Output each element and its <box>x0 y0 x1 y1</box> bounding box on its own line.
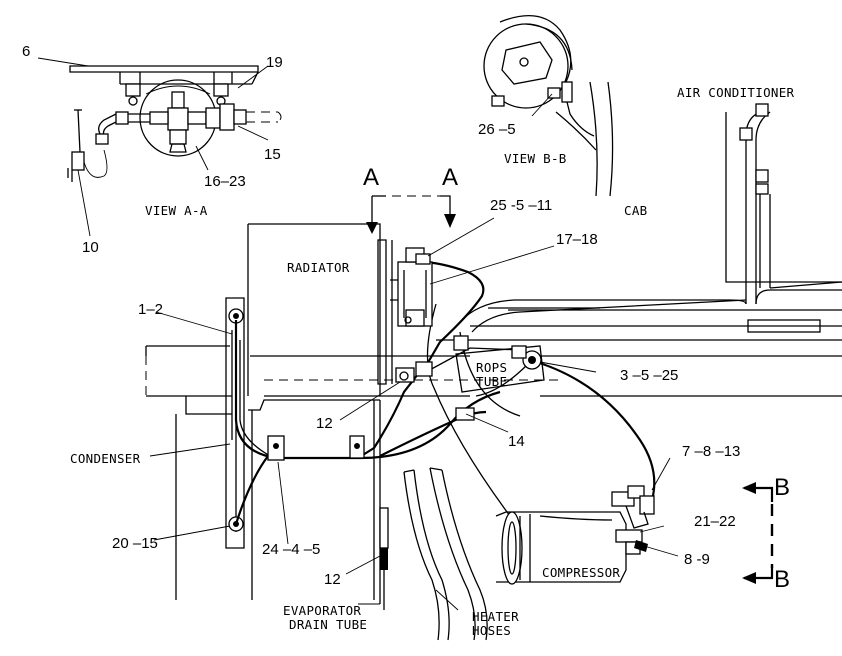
air-conditioner-label: AIR CONDITIONER <box>677 85 795 100</box>
frame-structure <box>145 345 842 600</box>
section-a-right-marker: A <box>442 164 459 191</box>
section-b-bottom-marker: B <box>774 566 791 593</box>
heater-hoses-label-line1: HEATER <box>472 609 519 624</box>
callout-21-22: 21–22 <box>694 513 736 530</box>
callout-24-4-5: 24 –4 –5 <box>262 541 321 558</box>
section-b-arrows <box>742 482 774 584</box>
evaporator-drain-label-line1: EVAPORATOR <box>283 603 362 618</box>
callout-14: 14 <box>508 433 525 450</box>
drain-and-heater-hoses <box>379 467 488 641</box>
condenser-label: CONDENSER <box>70 451 141 466</box>
evaporator-drain-label-line2: DRAIN TUBE <box>289 617 368 632</box>
heater-hoses-label-line2: HOSES <box>472 623 512 638</box>
section-a-left-marker: A <box>363 164 380 191</box>
callout-17-18: 17–18 <box>556 231 598 248</box>
callout-1-2: 1–2 <box>138 301 164 318</box>
radiator-drawing <box>247 223 393 604</box>
callout-12-upper: 12 <box>316 415 333 432</box>
receiver-dryer <box>390 247 469 351</box>
hose-clips <box>267 361 475 461</box>
callout-15: 15 <box>264 146 281 163</box>
leader-lines <box>149 217 679 611</box>
rops-tube-label-line1: ROPS <box>476 360 508 375</box>
section-b-top-marker: B <box>774 474 791 501</box>
callout-6: 6 <box>22 43 31 60</box>
rops-tube-label-line2: TUBE <box>476 374 508 389</box>
callout-19: 19 <box>266 54 283 71</box>
cab-label: CAB <box>624 203 648 218</box>
callout-26-5: 26 –5 <box>478 121 516 138</box>
callout-16-23: 16–23 <box>204 173 246 190</box>
callout-20-15: 20 –15 <box>112 535 158 552</box>
view-aa-label: VIEW A-A <box>145 203 208 218</box>
radiator-label: RADIATOR <box>287 260 350 275</box>
view-bb-label: VIEW B-B <box>504 151 567 166</box>
callout-10: 10 <box>82 239 99 256</box>
condenser-drawing <box>225 297 271 549</box>
compressor-drawing <box>495 485 655 585</box>
callout-8-9: 8 -9 <box>684 551 710 568</box>
callout-12-lower: 12 <box>324 571 341 588</box>
section-a-arrows <box>366 195 456 234</box>
callout-25-5-11: 25 -5 –11 <box>490 197 553 214</box>
compressor-label: COMPRESSOR <box>542 565 621 580</box>
view-aa-drawing <box>37 57 282 237</box>
callout-3-5-25: 3 –5 –25 <box>620 367 679 384</box>
air-conditioner-lines <box>436 103 842 341</box>
rops-tube <box>455 345 545 393</box>
view-bb-drawing <box>483 15 614 197</box>
callout-7-8-13: 7 –8 –13 <box>682 443 741 460</box>
